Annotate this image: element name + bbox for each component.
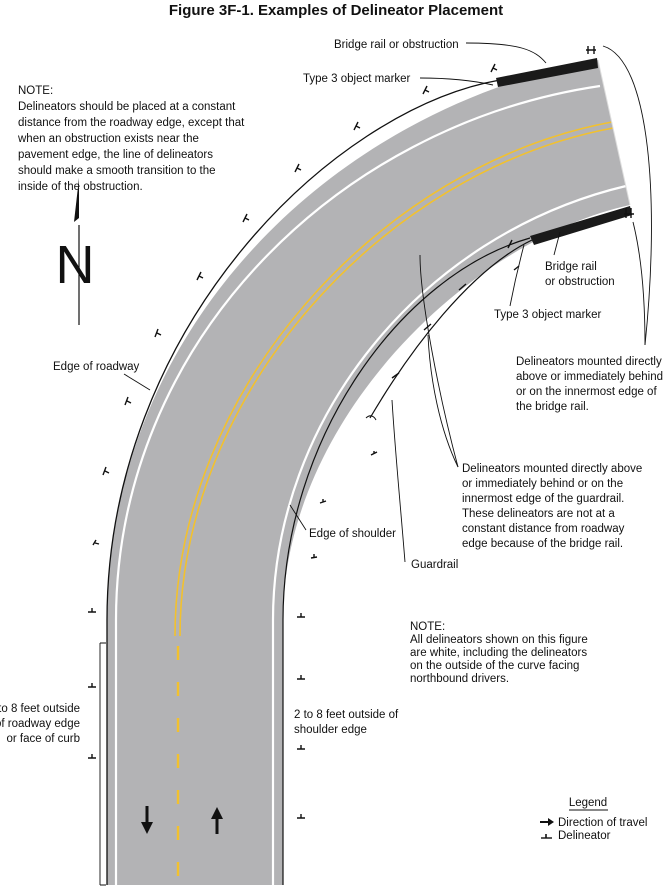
- label-line: shoulder edge: [294, 724, 367, 736]
- note-top: NOTE: Delineators should be placed at a …: [17, 85, 245, 193]
- note-line: should make a smooth transition to the: [18, 165, 216, 177]
- north-label: N: [56, 235, 95, 295]
- label-line: or face of curb: [6, 733, 80, 745]
- label-line: innermost edge of the guardrail.: [462, 493, 624, 505]
- edge-line-left: [114, 84, 601, 885]
- edge-line-right: [271, 184, 627, 885]
- bridge-rail-right: [530, 206, 632, 245]
- label-line: the bridge rail.: [516, 401, 589, 413]
- legend: Legend Direction of travel Delineator: [540, 797, 647, 842]
- guardrail: [369, 239, 533, 419]
- arrow-right-icon: [540, 818, 554, 826]
- label-line: edge because of the bridge rail.: [462, 538, 623, 550]
- legend-label-delineator: Delineator: [558, 830, 611, 842]
- double-yellow-centerline: [179, 127, 614, 637]
- label-delineators-guardrail: Delineators mounted directly above: [462, 463, 642, 475]
- note-heading: NOTE:: [410, 621, 445, 633]
- double-yellow-centerline: [174, 121, 613, 637]
- direction-arrow-northbound: [211, 807, 223, 834]
- note-line: northbound drivers.: [410, 673, 509, 685]
- note-bottom: NOTE: All delineators shown on this figu…: [410, 621, 588, 685]
- label-edge-of-roadway: Edge of roadway: [53, 361, 140, 373]
- label-line: constant distance from roadway: [462, 523, 625, 535]
- note-line: distance from the roadway edge, except t…: [18, 117, 245, 129]
- label-line: or on the innermost edge of: [516, 386, 657, 398]
- note-line: pavement edge, the line of delineators: [18, 149, 213, 161]
- legend-label-direction: Direction of travel: [558, 817, 647, 829]
- label-guardrail: Guardrail: [411, 559, 458, 571]
- bridge-rail-top: [496, 58, 598, 87]
- delineator-icon: [541, 834, 552, 839]
- guardrail-end: [365, 415, 377, 421]
- label-line: of roadway edge: [0, 718, 80, 730]
- label-type3-right: Type 3 object marker: [494, 309, 602, 321]
- note-line: Delineators should be placed at a consta…: [18, 101, 236, 113]
- label-line: above or immediately behind: [516, 371, 663, 383]
- label-line: These delineators are not at a: [462, 508, 615, 520]
- note-line: when an obstruction exists near the: [17, 133, 199, 145]
- legend-title: Legend: [569, 797, 607, 809]
- label-bridge-rail-top: Bridge rail or obstruction: [334, 39, 459, 51]
- shoulder-edge-inner: [282, 237, 531, 885]
- note-line: on the outside of the curve facing: [410, 660, 579, 672]
- label-right-offset: 2 to 8 feet outside of: [294, 709, 399, 721]
- direction-arrow-southbound: [141, 806, 153, 834]
- note-line: All delineators shown on this figure: [410, 634, 588, 646]
- label-edge-of-shoulder: Edge of shoulder: [309, 528, 396, 540]
- label-bridge-rail-right: Bridge rail: [545, 261, 597, 273]
- note-heading: NOTE:: [18, 85, 53, 97]
- roadway-end-line: [597, 59, 631, 206]
- label-line: or immediately behind or on the: [462, 478, 623, 490]
- label-type3-top: Type 3 object marker: [303, 73, 411, 85]
- note-line: inside of the obstruction.: [18, 181, 143, 193]
- roadway-edge-outer: [106, 79, 501, 885]
- label-delineators-bridge: Delineators mounted directly: [516, 356, 662, 368]
- figure-title: Figure 3F-1. Examples of Delineator Plac…: [169, 2, 503, 19]
- label-left-offset: 2 to 8 feet outside: [0, 703, 80, 715]
- label-bridge-rail-right-2: or obstruction: [545, 276, 615, 288]
- roadway-pavement: [107, 60, 630, 885]
- north-arrow: N: [56, 178, 95, 325]
- note-line: are white, including the delineators: [410, 647, 587, 659]
